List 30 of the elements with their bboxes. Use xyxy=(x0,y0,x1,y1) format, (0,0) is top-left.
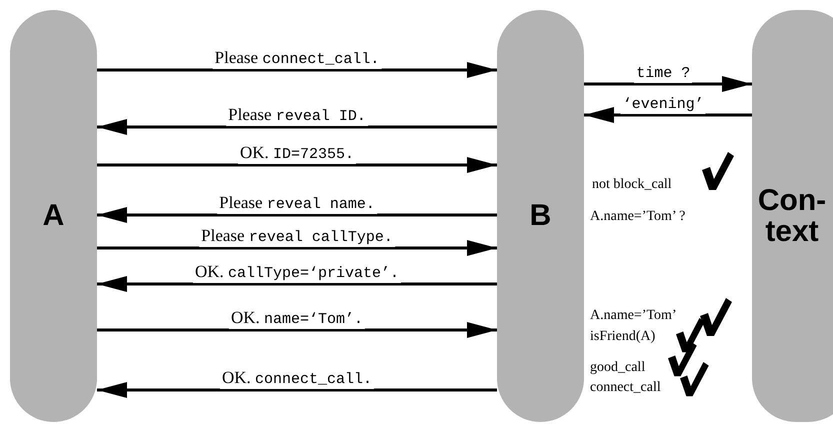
condition-text: good_call xyxy=(590,360,646,376)
message-arrow xyxy=(97,62,497,78)
message-arrow xyxy=(97,382,497,398)
lifeline-bar xyxy=(752,10,833,422)
message-arrow xyxy=(97,322,497,338)
condition-text: A.name=’Tom’ xyxy=(590,308,677,324)
message-arrow xyxy=(97,119,497,135)
condition-text: isFriend(A) xyxy=(590,329,656,345)
message-label: Please reveal name. xyxy=(217,194,377,214)
participant-name: Con- text xyxy=(756,184,828,248)
message-label: ‘evening’ xyxy=(620,94,706,114)
condition-text: A.name=’Tom’ ? xyxy=(590,209,686,225)
condition-text: connect_call xyxy=(590,380,661,396)
message-label: OK. connect_call. xyxy=(220,369,374,389)
message-arrow xyxy=(97,276,497,292)
participant-name: A xyxy=(42,200,66,232)
message-label: OK. ID=72355. xyxy=(238,144,356,164)
message-label: Please reveal ID. xyxy=(226,106,368,126)
message-arrow xyxy=(97,157,497,173)
condition-text: not block_call xyxy=(592,177,672,193)
message-label: OK. name=‘Tom’. xyxy=(228,309,366,329)
message-arrow xyxy=(584,107,752,123)
message-arrow xyxy=(584,76,752,92)
message-label: OK. callType=‘private’. xyxy=(192,263,402,283)
message-arrow xyxy=(97,240,497,256)
message-label: Please reveal callType. xyxy=(199,227,395,247)
message-arrow xyxy=(97,207,497,223)
message-label: Please connect_call. xyxy=(212,49,382,69)
participant-name: B xyxy=(528,200,552,232)
message-label: time ? xyxy=(634,63,692,83)
